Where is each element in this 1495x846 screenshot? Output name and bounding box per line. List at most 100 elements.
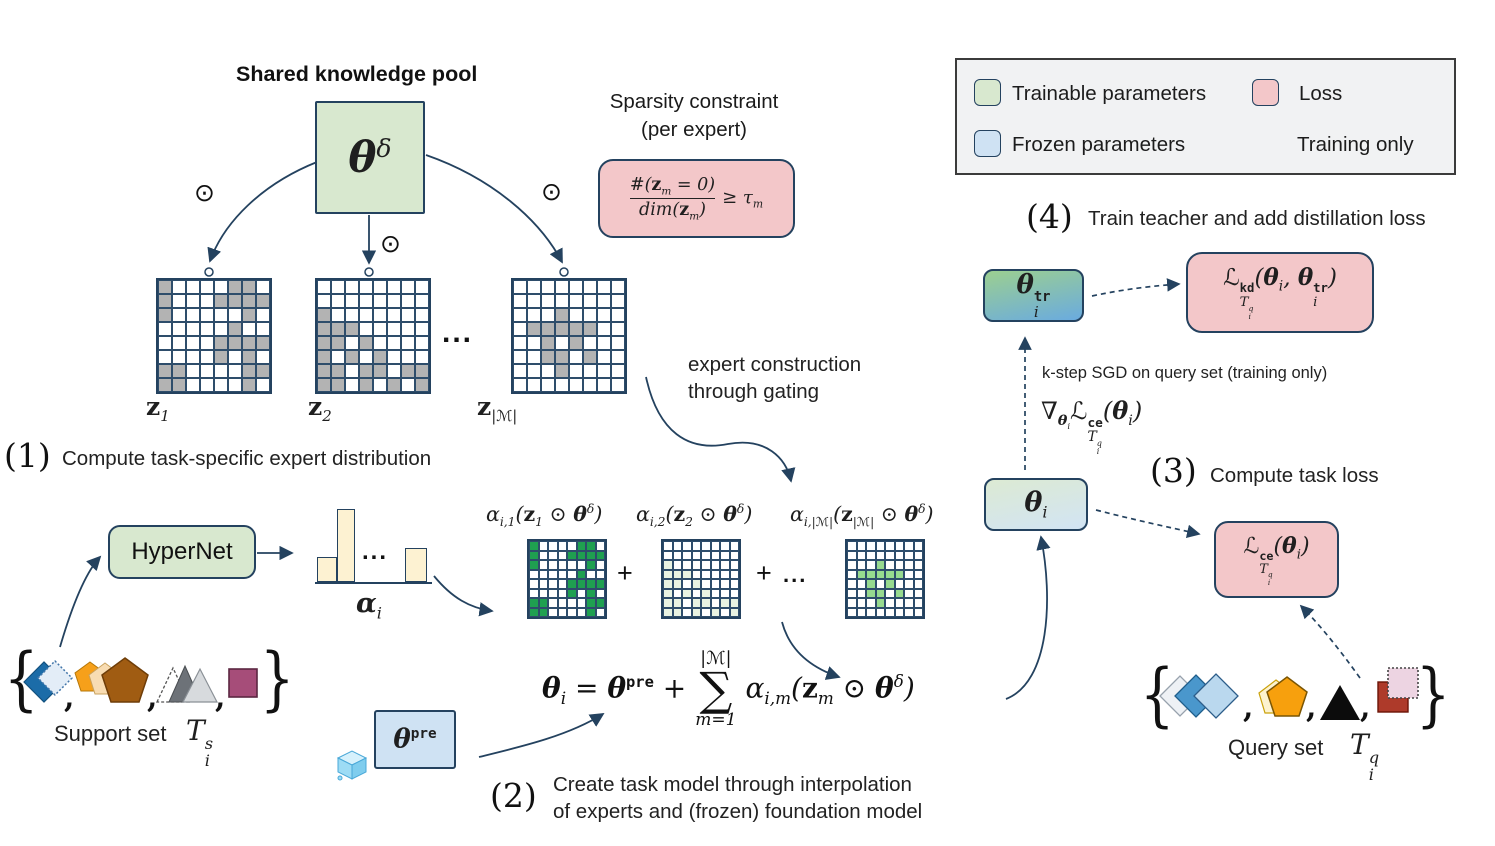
mask-label-zM: z|ℳ| [477, 392, 518, 425]
arrow-pool-to-zM [425, 154, 563, 264]
gate-dot-zM [559, 267, 569, 277]
support-set-right-brace: } [260, 638, 295, 719]
step-1-number: (1) [4, 436, 51, 475]
legend: Trainable parameters Loss Frozen paramet… [955, 58, 1456, 175]
step-2-text-line1: Create task model through interpolation [553, 773, 912, 796]
expert-grid-2 [661, 539, 741, 619]
gate-dot-z2 [364, 267, 374, 277]
formula-sum: |ℳ| ∑ m=1 [695, 650, 736, 729]
odot-icon: ⊙ [541, 178, 562, 206]
arrow-query-to-ce-loss-dashed [1299, 604, 1361, 679]
formula-rhs: αi,m(zm ⊙ θδ) [745, 670, 915, 708]
alpha-bar [317, 557, 337, 582]
query-comma: , [1306, 690, 1317, 725]
alpha-histogram: ... [315, 504, 435, 584]
query-diamond-front [1193, 673, 1239, 719]
sparsity-title-line1: Sparsity constraint [609, 90, 779, 113]
query-pentagons [1258, 676, 1308, 717]
mask-grid-zM [511, 278, 627, 394]
theta-delta-label: θδ [348, 133, 392, 182]
arrow-theta-i-to-ce-loss-dashed [1095, 509, 1201, 539]
support-pentagons [74, 657, 149, 703]
mask-grid-z1 [156, 278, 272, 394]
arrow-teacher-to-kd-loss-dashed [1091, 278, 1181, 297]
sparsity-title-line2: (per expert) [641, 117, 747, 141]
expert-grid-1 [527, 539, 607, 619]
formula-sum-lower: m=1 [695, 709, 737, 730]
legend-label-loss: Loss [1299, 82, 1343, 105]
expert-grid-3 [845, 539, 925, 619]
support-pentagon-front [101, 657, 149, 703]
expert-term-3-label: αi,|ℳ|(z|ℳ| ⊙ θδ) [790, 502, 934, 530]
alpha-label: αi [356, 588, 382, 623]
legend-swatch-trainable [974, 79, 1001, 106]
support-comma: , [215, 680, 226, 715]
expert-term-2-label: αi,2(z2 ⊙ θδ) [636, 502, 753, 530]
support-diamonds [23, 659, 74, 703]
step-2-number: (2) [490, 776, 537, 815]
sparsity-denominator: dim(zm) [629, 197, 716, 223]
support-square [228, 668, 258, 698]
query-squares [1377, 667, 1419, 713]
query-pentagon-front [1266, 676, 1308, 717]
mask-ellipsis: ... [442, 316, 474, 349]
interpolation-formula: θi = θpre + |ℳ| ∑ m=1 αi,m(zm ⊙ θδ) [542, 650, 915, 729]
sum-icon: ∑ [699, 662, 733, 716]
query-diamonds [1159, 673, 1239, 719]
theta-delta-box: θδ [315, 101, 425, 214]
formula-lhs: θi = θpre + [542, 671, 687, 708]
arrow-pretrained-to-formula [478, 713, 605, 758]
query-set-right-brace: } [1416, 654, 1451, 735]
expert-term-1-label: αi,1(z1 ⊙ θδ) [486, 502, 603, 530]
query-triangle-shape [1320, 685, 1360, 720]
step-3-text: Compute task loss [1210, 464, 1379, 487]
support-set-label: Support set [54, 721, 167, 746]
ksgd-note: k-step SGD on query set (training only) [1042, 364, 1328, 382]
shared-knowledge-pool-title: Shared knowledge pool [236, 62, 478, 86]
ice-cube-icon [336, 750, 368, 781]
legend-swatch-frozen [974, 130, 1001, 157]
sparsity-title: Sparsity constraint (per expert) [588, 88, 800, 143]
step-4-number: (4) [1026, 197, 1073, 236]
query-square-front [1387, 667, 1419, 699]
legend-label-trainable: Trainable parameters [1012, 82, 1207, 105]
step-2-text-line2: of experts and (frozen) foundation model [553, 799, 923, 823]
plus-sign: + [756, 558, 772, 588]
support-triangle-front [182, 667, 218, 703]
hypernet-box: HyperNet [108, 525, 256, 579]
support-square-shape [228, 668, 258, 698]
sparsity-threshold: ≥ τm [722, 186, 764, 211]
support-comma: , [147, 680, 158, 715]
step-1-text: Compute task-specific expert distributio… [62, 447, 432, 470]
support-diamond-front [36, 659, 74, 697]
support-triangles [155, 664, 218, 703]
mask-label-z1: z1 [146, 392, 170, 425]
histogram-ellipsis: ... [362, 538, 389, 565]
histogram-baseline [315, 582, 432, 584]
arrow-hist-to-experts [433, 575, 494, 617]
odot-icon: ⊙ [380, 230, 401, 258]
mask-label-z2: z2 [308, 392, 332, 425]
mask-grid-z2 [315, 278, 431, 394]
task-theta-label: θi [1024, 487, 1048, 522]
arrow-formula-to-theta-i [1005, 535, 1051, 700]
query-comma: , [1243, 690, 1254, 725]
pretrained-theta-label: θpre [393, 724, 437, 755]
step-4-text: Train teacher and add distillation loss [1088, 207, 1426, 230]
arrow-gating [645, 376, 796, 483]
legend-label-training-only: Training only [1297, 133, 1414, 156]
arrow-pool-to-z1 [207, 161, 318, 263]
task-theta-box: θi [984, 478, 1088, 531]
odot-icon: ⊙ [194, 179, 215, 207]
query-triangle [1320, 685, 1360, 720]
